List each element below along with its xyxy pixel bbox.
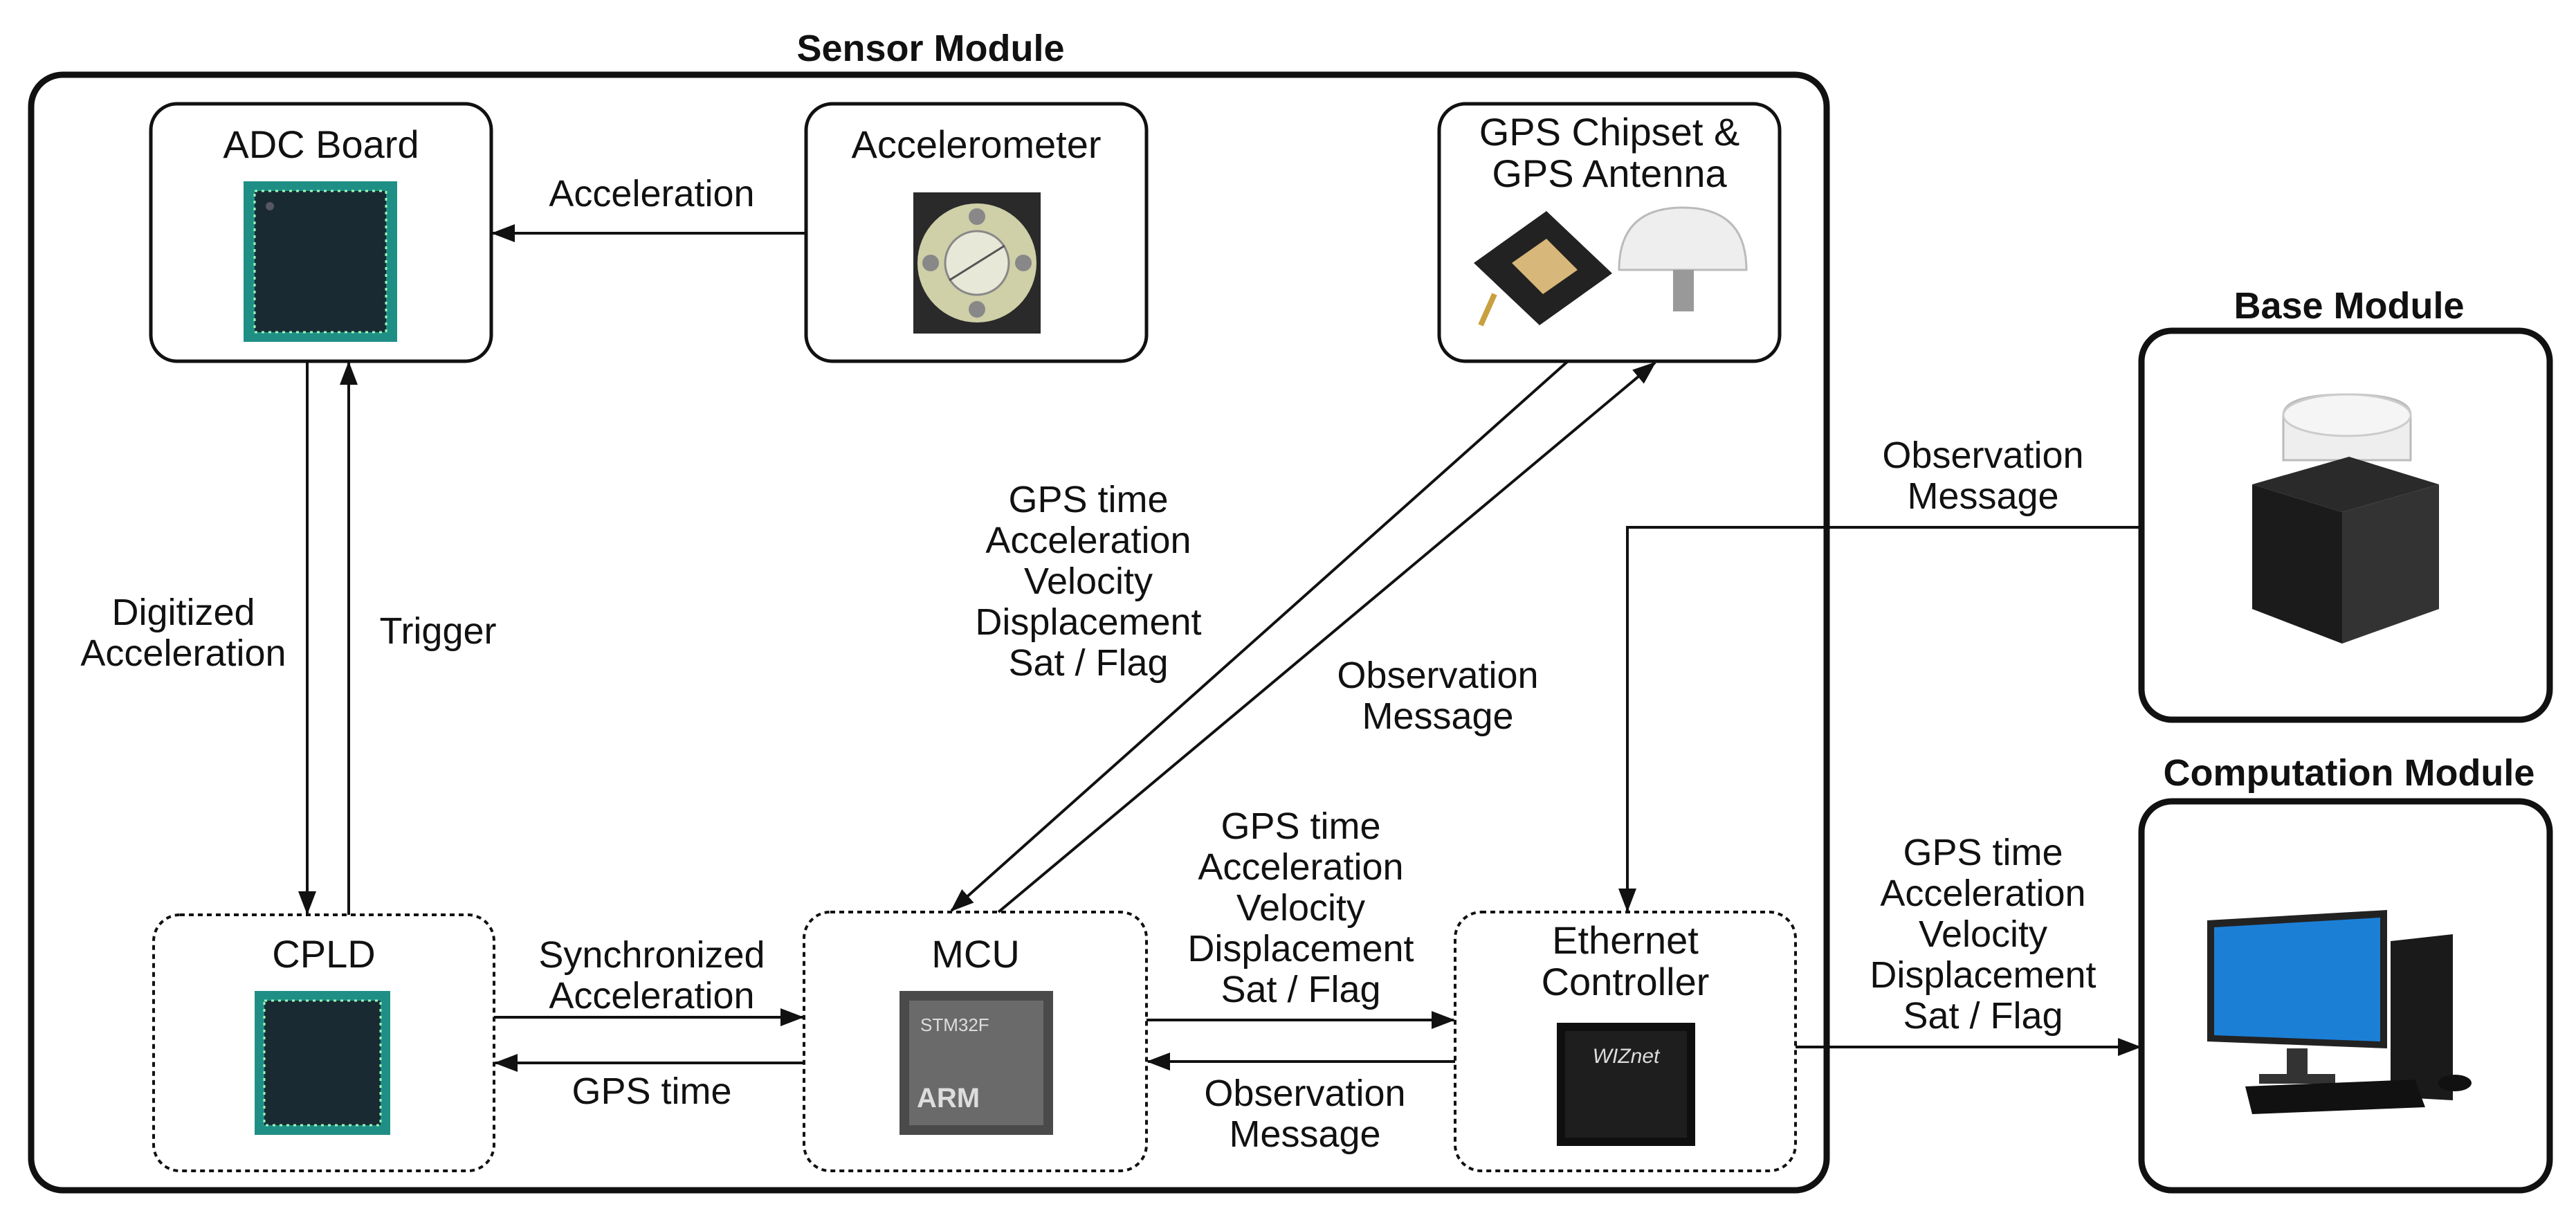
label-synchronized-line1: Synchronized [538, 934, 765, 976]
ethernet-controller-node: Ethernet Controller WIZnet [1454, 911, 1797, 1172]
base-module: Base Module [2138, 285, 2553, 723]
label-eth-to-comp-line1: GPS time [1903, 832, 2063, 873]
sensor-module-title: Sensor Module [796, 28, 1064, 69]
label-mcu-to-eth-line3: Velocity [1236, 887, 1365, 929]
label-eth-to-mcu-line2: Message [1229, 1113, 1380, 1155]
ethernet-chip-icon: WIZnet [1557, 1023, 1695, 1146]
cpld-label: CPLD [272, 932, 375, 976]
base-module-title: Base Module [2234, 285, 2464, 327]
label-mcu-to-gps-line2: Acceleration [985, 520, 1191, 561]
label-gps-to-mcu-line2: Message [1362, 695, 1513, 737]
gps-node: GPS Chipset & GPS Antenna [1437, 102, 1782, 363]
gps-label-line2: GPS Antenna [1492, 152, 1727, 195]
label-gps-to-mcu-line1: Observation [1337, 655, 1538, 696]
computation-module-title: Computation Module [2164, 752, 2535, 794]
adc-board-node: ADC Board [149, 102, 493, 363]
mcu-node: MCU STM32F ARM [803, 911, 1148, 1172]
computation-module: Computation Module [2138, 752, 2553, 1194]
arrow-base-to-ethernet [1618, 526, 2141, 912]
label-acceleration: Acceleration [549, 173, 754, 215]
label-base-to-eth-line2: Message [1907, 475, 2058, 517]
sensor-module: Sensor Module [28, 28, 1830, 1194]
label-mcu-to-gps-line3: Velocity [1024, 561, 1153, 602]
gps-label-line1: GPS Chipset & [1479, 110, 1740, 154]
desktop-computer-icon [2207, 910, 2472, 1114]
label-eth-to-mcu-line1: Observation [1204, 1073, 1405, 1114]
label-gps-time: GPS time [572, 1071, 731, 1112]
mcu-chip-text: STM32F [920, 1014, 989, 1035]
label-eth-to-comp-line5: Sat / Flag [1903, 995, 2063, 1037]
base-station-icon [2252, 393, 2439, 644]
label-mcu-to-eth-line5: Sat / Flag [1221, 969, 1380, 1010]
accelerometer-icon [913, 192, 1041, 334]
label-eth-to-comp-line3: Velocity [1919, 913, 2047, 955]
label-eth-to-comp-line2: Acceleration [1880, 873, 2085, 914]
gps-antenna-icon [1474, 206, 1748, 327]
cpld-node: CPLD [152, 913, 495, 1172]
accelerometer-label: Accelerometer [851, 122, 1101, 166]
label-eth-to-comp-line4: Displacement [1870, 954, 2096, 996]
arm-chip-icon: STM32F ARM [899, 991, 1053, 1135]
arrow-mcu-to-gps [997, 361, 1656, 913]
chip-board-icon [244, 181, 397, 342]
label-base-to-eth-line1: Observation [1882, 435, 2083, 476]
mcu-chip-arm-text: ARM [917, 1083, 980, 1113]
ethernet-label-line2: Controller [1542, 960, 1710, 1003]
label-mcu-to-eth-line1: GPS time [1221, 805, 1380, 847]
ethernet-label-line1: Ethernet [1552, 918, 1699, 962]
arrow-gps-to-mcu [950, 360, 1569, 912]
label-ethernet-to-computation: GPS time Acceleration Velocity Displacem… [1870, 832, 2096, 1037]
accelerometer-node: Accelerometer [804, 102, 1149, 363]
label-digitized-line2: Acceleration [80, 632, 286, 674]
edge-labels: Acceleration Digitized Acceleration Trig… [80, 173, 2096, 1155]
label-mcu-to-gps-line5: Sat / Flag [1008, 642, 1168, 684]
label-digitized-line1: Digitized [111, 592, 255, 633]
adc-board-label: ADC Board [223, 122, 419, 166]
label-mcu-to-eth-line4: Displacement [1187, 928, 1414, 969]
label-mcu-to-eth-line2: Acceleration [1198, 846, 1403, 888]
connector-arrows [298, 224, 2141, 1072]
chip-board-icon [255, 991, 390, 1135]
label-synchronized-line2: Acceleration [549, 975, 754, 1017]
label-trigger: Trigger [379, 610, 496, 652]
mcu-label: MCU [931, 932, 1020, 976]
label-mcu-to-gps-line4: Displacement [975, 601, 1201, 643]
label-mcu-to-gps-line1: GPS time [1008, 479, 1168, 520]
ethernet-chip-text: WIZnet [1593, 1045, 1661, 1068]
label-mcu-to-gps: GPS time Acceleration Velocity Displacem… [975, 479, 1201, 684]
label-mcu-to-ethernet: GPS time Acceleration Velocity Displacem… [1187, 805, 1414, 1010]
